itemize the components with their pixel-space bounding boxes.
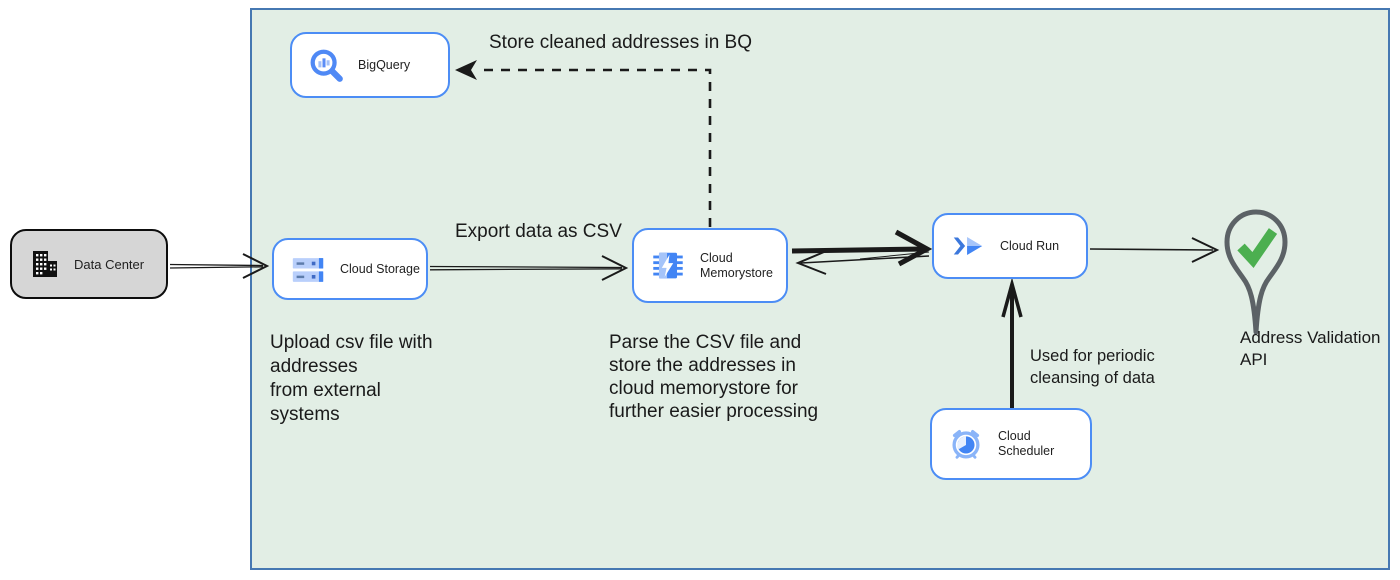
cloud-scheduler-icon — [947, 425, 985, 463]
system-boundary-container — [250, 8, 1390, 570]
node-label: Data Center — [74, 256, 145, 272]
arrow-run-to-addressapi — [1089, 237, 1220, 263]
map-pin-icon — [1224, 209, 1288, 335]
address-validation-pin — [1222, 208, 1290, 343]
cloud-run-icon — [949, 227, 987, 265]
node-bigquery: BigQuery — [290, 32, 450, 98]
annotation-export-csv: Export data as CSV — [455, 221, 622, 242]
arrow-storage-to-memorystore — [429, 255, 629, 281]
node-cloud-scheduler: Cloud Scheduler — [930, 408, 1092, 480]
data-center-icon — [27, 247, 61, 281]
arrow-memorystore-to-bigquery-dashed — [455, 60, 712, 227]
node-cloud-memorystore: Cloud Memorystore — [632, 228, 788, 303]
annotation-scheduler-note: Used for periodic cleansing of data — [1030, 347, 1155, 387]
annotation-upload-note: Upload csv file with addresses from exte… — [270, 332, 433, 425]
node-label: Cloud Scheduler — [998, 429, 1055, 458]
node-cloud-storage: Cloud Storage — [272, 238, 428, 300]
cloud-storage-icon — [289, 250, 327, 288]
cloud-memorystore-icon — [649, 247, 687, 285]
address-validation-label: Address Validation API — [1240, 328, 1381, 369]
checkmark-icon — [1237, 228, 1278, 268]
bigquery-icon — [307, 46, 345, 84]
arrow-run-to-memorystore — [795, 251, 930, 275]
node-cloud-run: Cloud Run — [932, 213, 1088, 279]
node-label: BigQuery — [358, 57, 411, 72]
annotation-store-bq: Store cleaned addresses in BQ — [489, 32, 752, 53]
node-label: Cloud Storage — [340, 261, 420, 276]
node-label: Cloud Run — [1000, 238, 1060, 253]
node-data-center: Data Center — [10, 229, 168, 299]
arrow-scheduler-to-run — [1001, 277, 1023, 409]
node-label: Cloud Memorystore — [700, 250, 773, 280]
arrow-datacenter-to-storage — [169, 253, 270, 279]
arrow-memorystore-to-run — [791, 229, 933, 267]
annotation-parse-note: Parse the CSV file and store the address… — [609, 332, 819, 422]
